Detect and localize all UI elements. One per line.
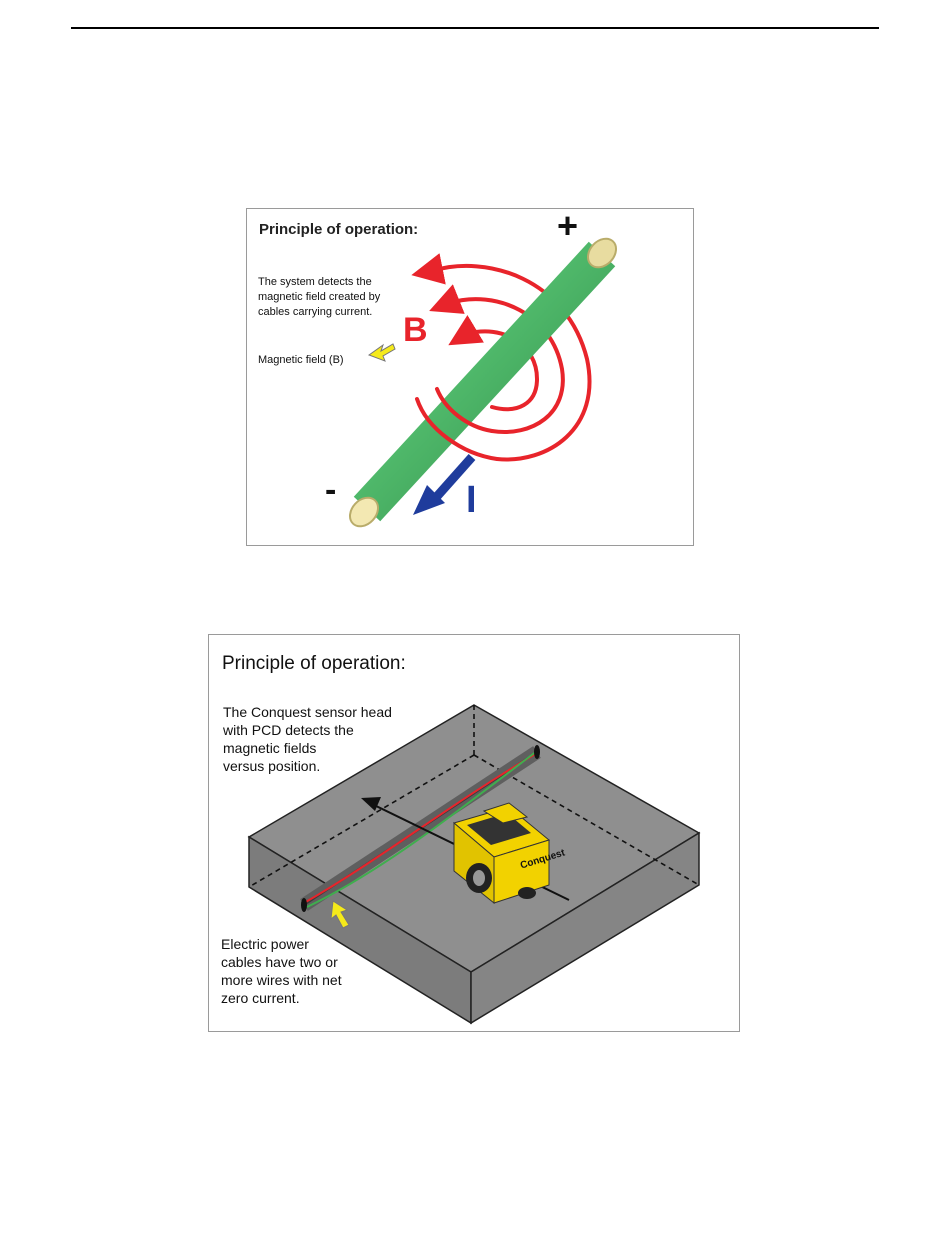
figure2-description: The Conquest sensor head with PCD detect…	[223, 704, 392, 774]
symbol-i: I	[466, 479, 477, 521]
field-lines-front	[411, 253, 499, 461]
figure1-title: Principle of operation:	[259, 221, 419, 238]
figure2-title: Principle of operation:	[222, 653, 406, 674]
field-lines-back	[430, 263, 592, 462]
top-rule	[71, 27, 879, 29]
figure-magnetic-field: Principle of operation: The system detec…	[246, 208, 694, 546]
minus-terminal: -	[325, 471, 337, 509]
pointer-arrow-icon	[367, 343, 396, 362]
magnetic-field-label: Magnetic field (B)	[258, 354, 344, 366]
conquest-sensor-head	[452, 802, 551, 905]
symbol-b: B	[403, 311, 428, 349]
figure1-description: The system detects the magnetic field cr…	[258, 276, 381, 318]
cable	[348, 237, 618, 528]
cable-note: Electric power cables have two or more w…	[221, 936, 342, 1006]
scan-direction-arrow-icon	[361, 797, 381, 811]
sensor-ground-illustration	[247, 704, 701, 1025]
cable-field-illustration	[348, 237, 618, 528]
plus-terminal: +	[557, 208, 579, 246]
current-arrow	[413, 454, 476, 515]
figure-conquest-sensor: Conquest Principle of operation: The Con…	[208, 634, 740, 1032]
pointer-arrow-icon	[330, 900, 350, 929]
